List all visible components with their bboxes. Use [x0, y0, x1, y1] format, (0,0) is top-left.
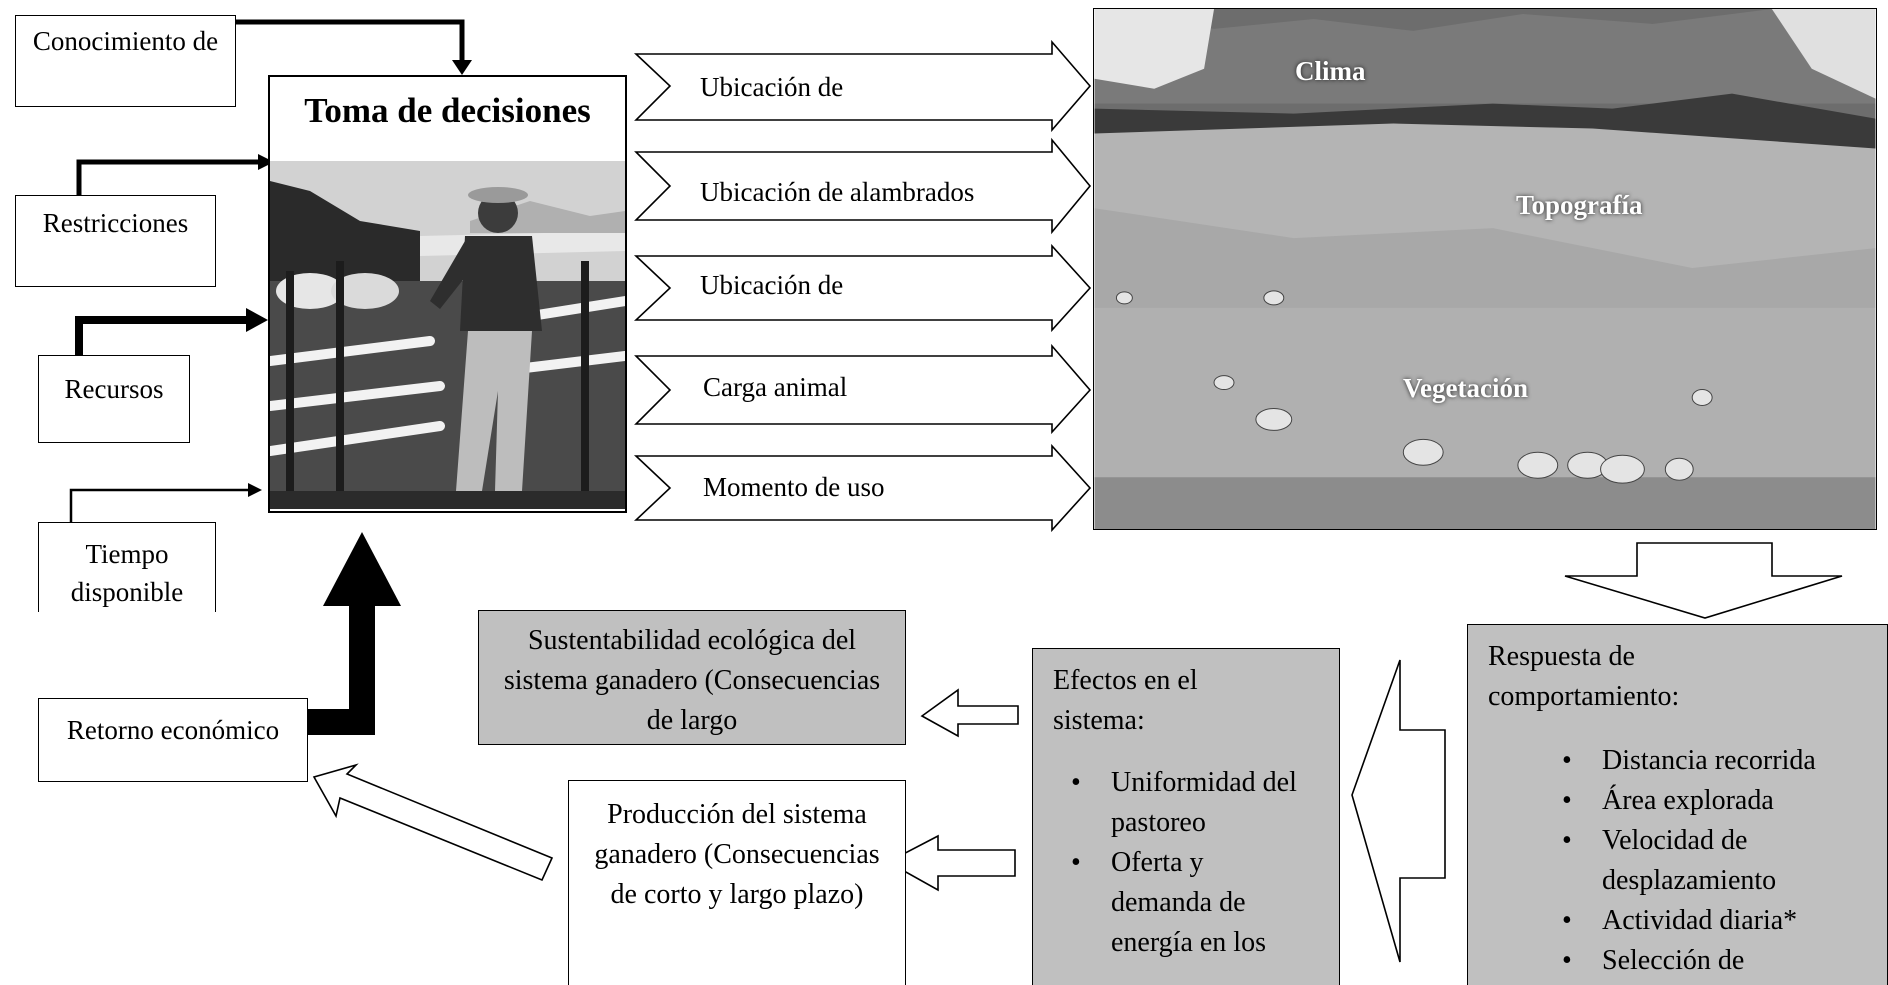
respuesta-list: Distancia recorrida Área explorada Veloc… — [1488, 741, 1871, 981]
connector-conocimiento — [236, 19, 465, 62]
action-arrow-2 — [634, 137, 1092, 235]
recursos-box: Recursos — [38, 355, 190, 443]
arrowhead-retorno — [323, 532, 401, 606]
down-arrow — [1564, 542, 1843, 619]
decision-title: Toma de decisiones — [304, 91, 591, 130]
action-arrow-5 — [633, 443, 1092, 533]
action-arrow-3 — [633, 243, 1092, 333]
efectos-item: Oferta y demanda de energía en los — [1071, 843, 1301, 963]
efectos-box: Efectos en el sistema: Uniformidad del p… — [1032, 648, 1340, 985]
left-chevron-arrow — [1351, 659, 1446, 963]
efectos-list: Uniformidad del pastoreo Oferta y demand… — [1053, 763, 1325, 963]
action-arrows — [633, 39, 1092, 533]
connector-tiempo — [69, 488, 252, 522]
arrowhead-restricciones — [258, 154, 274, 170]
produccion-label: Producción del sistema ganadero (Consecu… — [594, 799, 880, 910]
respuesta-item: Distancia recorrida — [1562, 741, 1871, 781]
arrowhead-recursos — [246, 308, 268, 332]
sustentabilidad-label: Sustentabilidad ecológica del sistema ga… — [503, 625, 881, 736]
connector-restricciones — [76, 159, 262, 195]
respuesta-item: Velocidad de desplazamiento — [1562, 821, 1802, 901]
decision-box: Toma de decisiones — [268, 75, 627, 513]
retorno-label: Retorno económico — [66, 715, 280, 745]
landscape-photo — [1093, 8, 1877, 530]
connector-retorno — [308, 602, 375, 735]
restricciones-box: Restricciones — [15, 195, 216, 287]
action-label-4: Carga animal — [703, 372, 848, 402]
action-arrow-4 — [634, 343, 1092, 435]
retorno-box: Retorno económico — [38, 698, 308, 782]
efectos-item: Uniformidad del pastoreo — [1071, 763, 1301, 843]
recursos-label: Recursos — [64, 374, 164, 404]
produccion-box: Producción del sistema ganadero (Consecu… — [568, 780, 906, 985]
action-label-3: Ubicación de — [700, 270, 844, 300]
respuesta-box: Respuesta de comportamiento: Distancia r… — [1467, 624, 1888, 985]
arrow-to-sustentabilidad — [920, 688, 1019, 738]
farmer-illustration — [270, 161, 625, 509]
arrow-to-retorno — [312, 763, 554, 882]
restricciones-label: Restricciones — [42, 208, 189, 238]
connector-recursos — [75, 316, 250, 355]
respuesta-item: Área explorada — [1562, 781, 1871, 821]
conocimiento-label: Conocimiento de — [32, 26, 219, 56]
respuesta-item: Actividad diaria* — [1562, 901, 1871, 941]
conocimiento-box: Conocimiento de — [15, 15, 236, 107]
label-clima: Clima — [1295, 56, 1366, 86]
label-vegetacion: Vegetación — [1403, 373, 1528, 403]
efectos-title: Efectos en el sistema: — [1053, 665, 1198, 736]
action-label-5: Momento de uso — [703, 472, 885, 502]
tiempo-label: Tiempo disponible — [70, 539, 184, 607]
respuesta-title: Respuesta de comportamiento: — [1488, 641, 1680, 712]
tiempo-box: Tiempo disponible — [38, 522, 216, 612]
action-arrow-1 — [633, 39, 1092, 133]
arrowhead-tiempo — [248, 483, 262, 497]
sustentabilidad-box: Sustentabilidad ecológica del sistema ga… — [478, 610, 906, 745]
action-label-2: Ubicación de alambrados — [700, 177, 975, 201]
arrow-to-produccion — [886, 834, 1016, 892]
label-topografia: Topografía — [1516, 190, 1643, 220]
respuesta-item: Selección de — [1562, 941, 1871, 981]
action-label-1: Ubicación de — [700, 72, 844, 102]
arrowhead-conocimiento — [452, 60, 472, 75]
